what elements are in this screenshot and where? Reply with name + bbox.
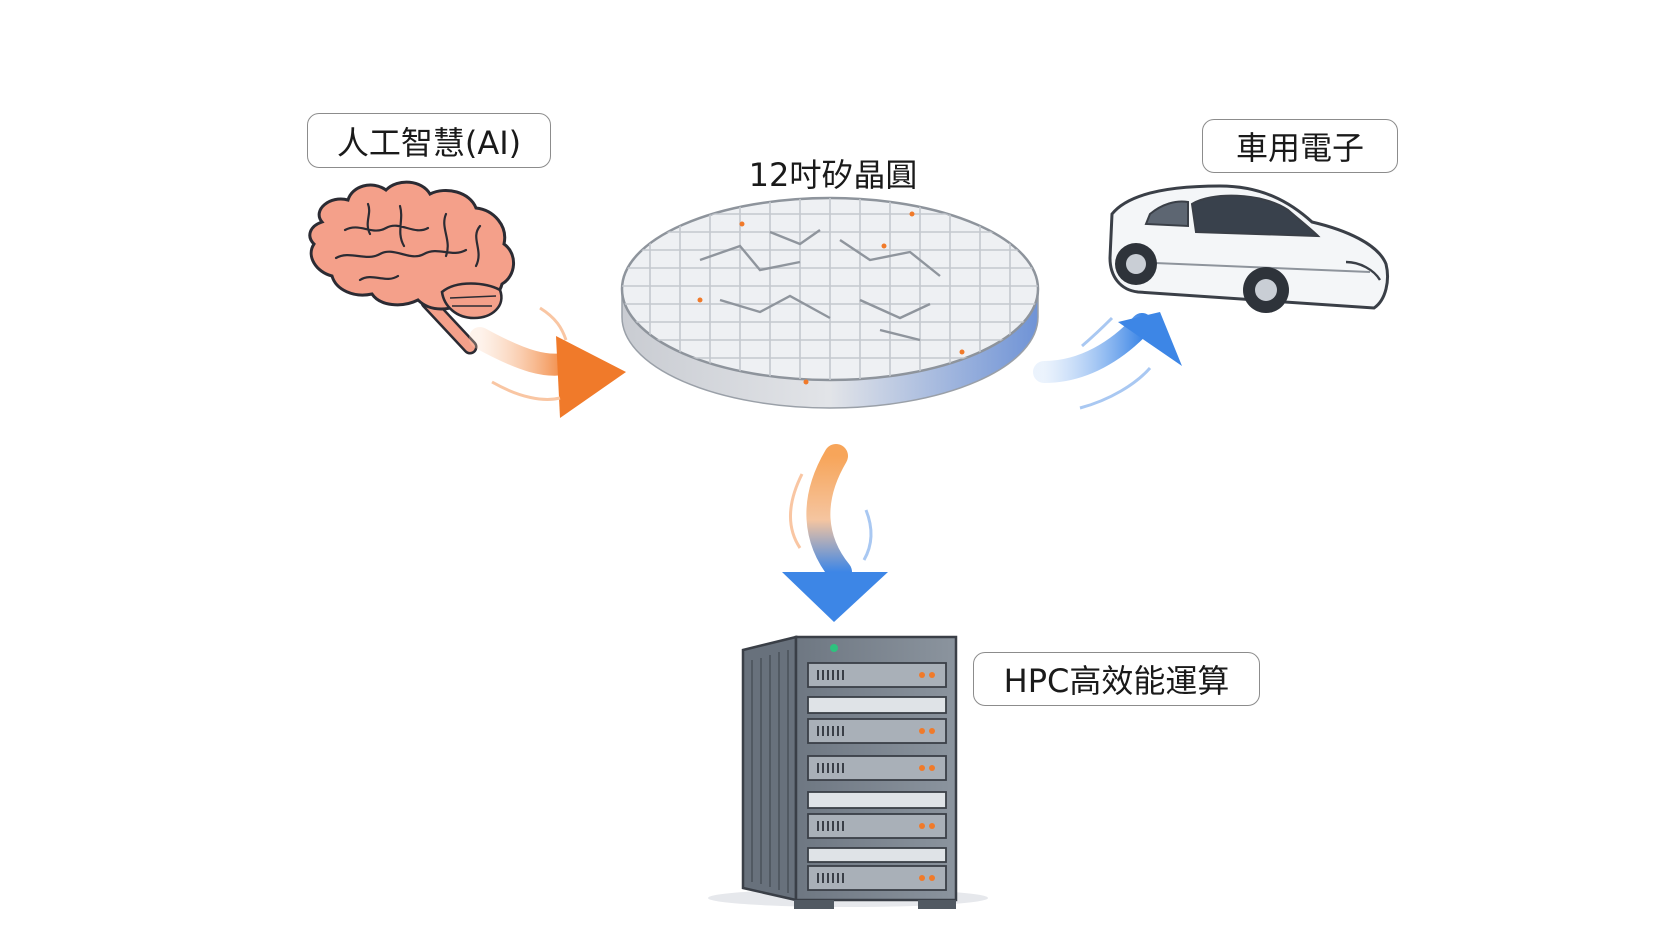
brain-icon [308, 180, 515, 355]
label-ai: 人工智慧(AI) [307, 113, 551, 168]
wafer-title: 12吋矽晶圓 [748, 156, 918, 194]
car-icon [1108, 184, 1389, 313]
wafer-icon [620, 196, 1040, 409]
server-rack-icon [708, 635, 988, 909]
label-hpc: HPC高效能運算 [973, 652, 1260, 706]
label-automotive: 車用電子 [1202, 119, 1398, 173]
arrow-wafer-to-automotive [1033, 312, 1182, 410]
arrow-ai-to-wafer [469, 306, 626, 418]
arrow-wafer-to-hpc [782, 444, 888, 622]
